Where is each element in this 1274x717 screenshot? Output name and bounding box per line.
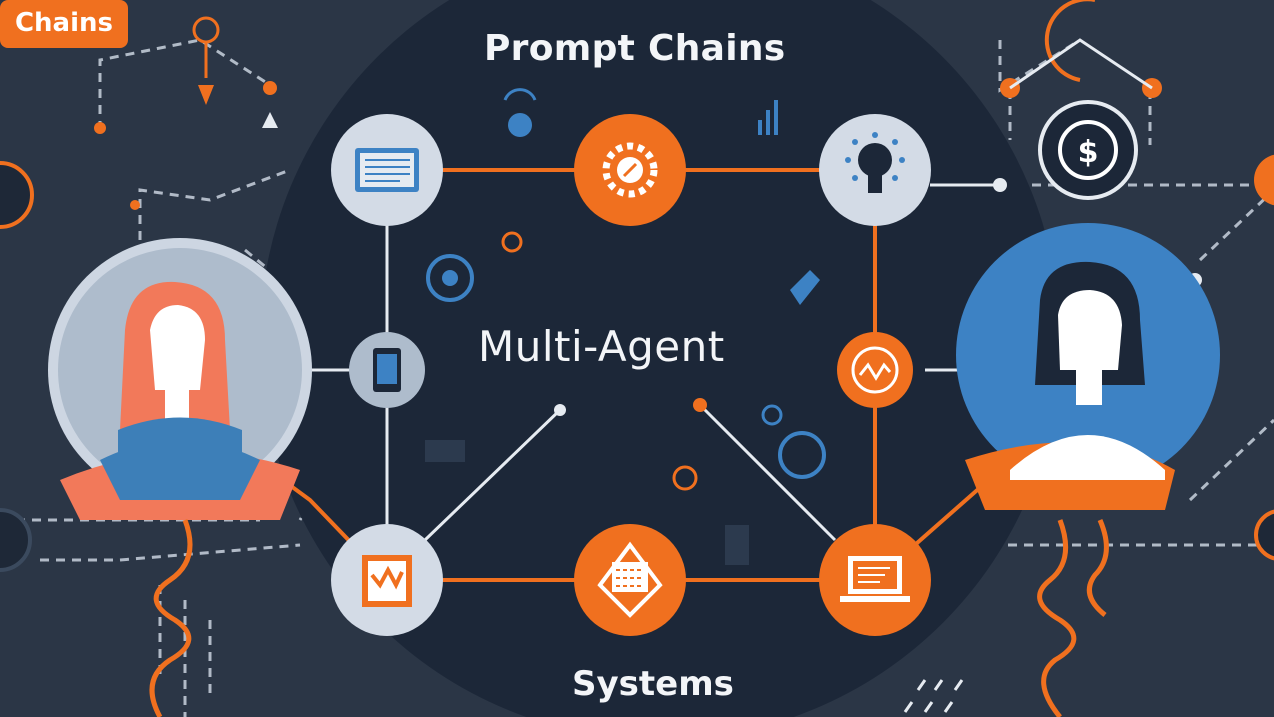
node-bottom-right [819, 524, 931, 636]
edge-node-right-bottom [1254, 509, 1274, 561]
top-right-connectors [993, 0, 1202, 287]
node-bottom-center [574, 524, 686, 636]
chains-badge: Chains [0, 0, 128, 48]
link-dot-left [554, 404, 566, 416]
right-agent [956, 223, 1220, 510]
left-agent [48, 238, 312, 520]
bottom-right-marks [903, 679, 964, 713]
bottom-label: Systems [572, 664, 734, 704]
dollar-symbol: $ [1078, 135, 1099, 170]
node-dollar [1038, 100, 1138, 200]
node-top-right [819, 114, 931, 226]
link-dot-right [693, 398, 707, 412]
title-label: Prompt Chains [484, 28, 786, 69]
node-top-left [331, 114, 443, 226]
center-label: Multi-Agent [478, 322, 725, 371]
node-mid-left [349, 332, 425, 408]
node-mid-right [837, 332, 913, 408]
top-left-connectors [94, 16, 278, 210]
edge-node-left-bottom [0, 508, 32, 572]
node-bottom-left [331, 524, 443, 636]
orange-cords [149, 519, 1109, 717]
edge-node-right-top [1254, 154, 1274, 206]
hub-decorations [425, 88, 826, 565]
edge-node-left-top [0, 161, 34, 229]
node-top-center [574, 114, 686, 226]
